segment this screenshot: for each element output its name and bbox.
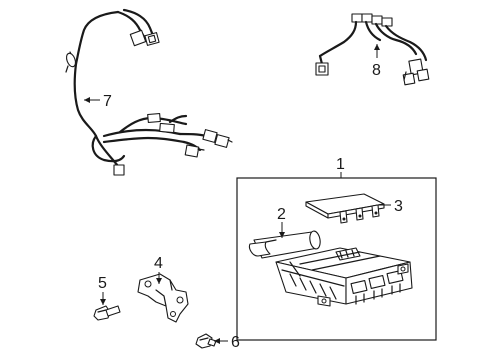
callout-8-number: 8 bbox=[372, 62, 381, 79]
callout-1: 1 bbox=[336, 156, 345, 178]
callout-3: 3 bbox=[378, 198, 403, 215]
callout-4-number: 4 bbox=[154, 255, 163, 272]
wire-harness-right bbox=[315, 13, 430, 86]
callout-5-number: 5 bbox=[98, 275, 107, 292]
callout-6: 6 bbox=[214, 334, 240, 351]
callout-3-number: 3 bbox=[394, 198, 403, 215]
control-module bbox=[275, 247, 413, 307]
callout-2-number: 2 bbox=[277, 206, 286, 223]
bolt-5 bbox=[93, 305, 121, 321]
mounting-bracket bbox=[137, 273, 189, 323]
callout-6-number: 6 bbox=[231, 334, 240, 351]
callout-1-number: 1 bbox=[336, 156, 345, 173]
callout-5: 5 bbox=[98, 275, 107, 305]
callout-2: 2 bbox=[277, 206, 286, 238]
callout-7-number: 7 bbox=[103, 93, 112, 110]
callout-8: 8 bbox=[372, 44, 381, 79]
cover-plate bbox=[305, 193, 385, 224]
wire-harness-left bbox=[65, 8, 233, 176]
assembly-box bbox=[236, 177, 437, 341]
callout-7: 7 bbox=[84, 93, 112, 110]
callout-4: 4 bbox=[154, 255, 163, 284]
bolt-6 bbox=[195, 333, 217, 349]
cylinder-cover bbox=[248, 230, 321, 259]
